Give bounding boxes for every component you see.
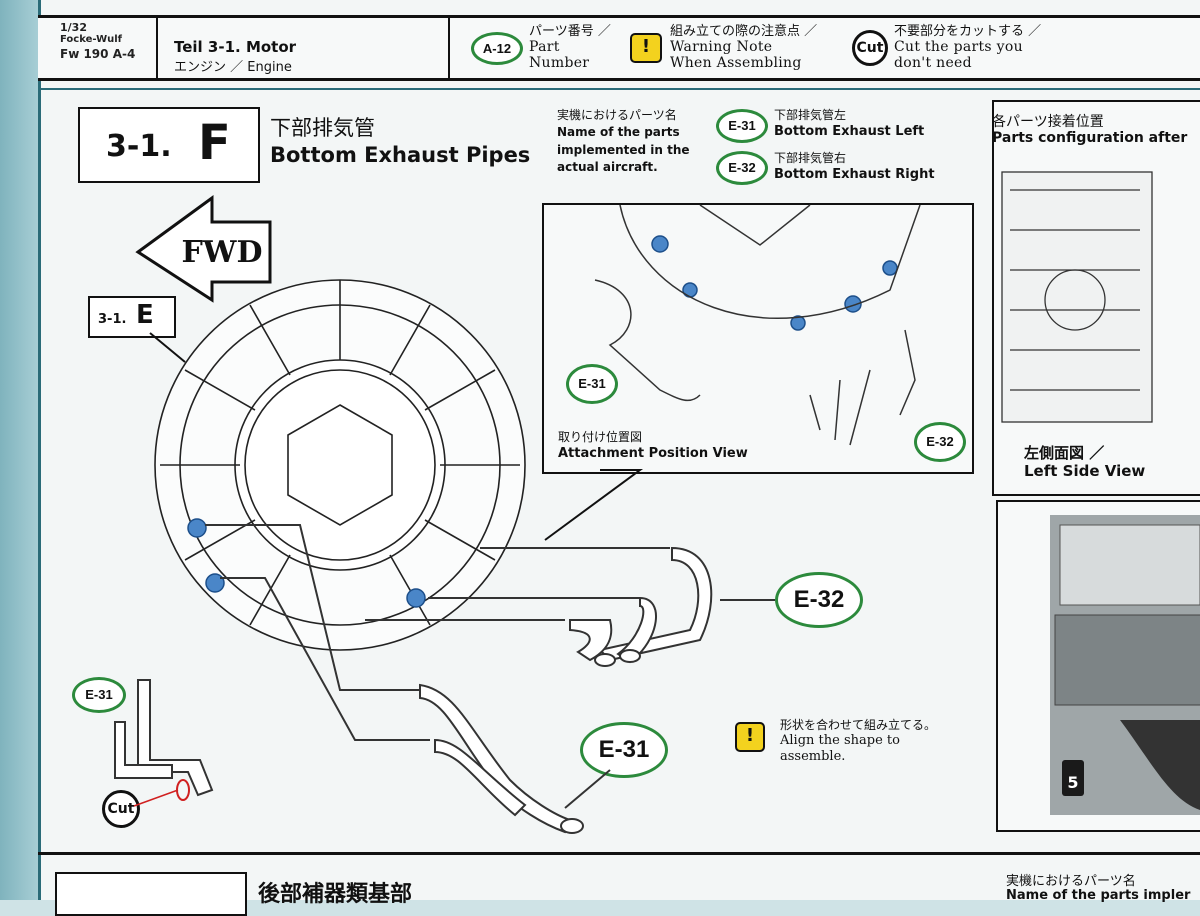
side-config-en: Parts configuration after [992, 130, 1188, 146]
warning-icon: ! [630, 33, 662, 63]
side-config-panel [992, 100, 1200, 496]
next-step-box [55, 872, 247, 916]
part-e31-ja: 下部排気管左 [774, 108, 847, 122]
note-warning-icon: ! [735, 722, 765, 752]
section-title-cell: Teil 3-1. Motor エンジン ／ Engine [156, 18, 450, 78]
next-step-title-ja: 後部補器類基部 [258, 881, 413, 907]
attach-badge-e31: E-31 [566, 364, 618, 404]
main-badge-e32: E-32 [775, 572, 863, 628]
legend-cut-en2: don't need [894, 55, 972, 71]
legend-cut-en1: Cut the parts you [894, 39, 1023, 55]
parts-info-en2: implemented in the [557, 143, 690, 157]
legend-part-ja: パーツ番号 ／ [529, 24, 611, 39]
step-title-ja: 下部排気管 [270, 116, 375, 140]
part-number-badge-sample: A-12 [471, 32, 523, 65]
kit-id-cell: 1/32 Focke-Wulf Fw 190 A-4 [38, 18, 158, 78]
attachment-view-en: Attachment Position View [558, 446, 748, 461]
cut-detail-badge: E-31 [72, 677, 126, 713]
next-step-info-ja: 実機におけるパーツ名 [1006, 874, 1136, 889]
side-config-ja: 各パーツ接着位置 [992, 114, 1104, 130]
step-number: 3-1. [106, 129, 172, 164]
part-e32-ja: 下部排気管右 [774, 151, 847, 165]
section-subtitle: エンジン ／ Engine [174, 60, 292, 75]
prev-step-box: 3-1. E [88, 296, 176, 338]
main-badge-e31: E-31 [580, 722, 668, 778]
legend-part-en1: Part [529, 39, 560, 55]
divider-bottom [38, 852, 1200, 855]
step-title-en: Bottom Exhaust Pipes [270, 143, 531, 167]
legend-warning-ja: 組み立ての際の注意点 ／ [670, 24, 818, 39]
next-step-info-en: Name of the parts impler [1006, 888, 1191, 903]
legend-part-en2: Number [529, 55, 590, 71]
attachment-view-ja: 取り付け位置図 [558, 430, 643, 444]
prev-step-letter: E [136, 300, 154, 330]
section-title: Teil 3-1. Motor [174, 38, 297, 56]
parts-info-ja: 実機におけるパーツ名 [557, 108, 677, 122]
legend-warning-en1: Warning Note [670, 39, 773, 55]
part-badge-e31: E-31 [716, 109, 768, 143]
divider-top [38, 88, 1200, 90]
note-ja: 形状を合わせて組み立てる。 [780, 718, 937, 732]
kit-name-line2: Fw 190 A-4 [60, 47, 136, 61]
header-bar: 1/32 Focke-Wulf Fw 190 A-4 Teil 3-1. Mot… [38, 15, 1200, 81]
cut-icon: Cut [852, 30, 888, 66]
parts-info-en1: Name of the parts [557, 125, 680, 139]
part-e31-en: Bottom Exhaust Left [774, 124, 925, 139]
photo-panel [996, 500, 1200, 832]
legend-cut-ja: 不要部分をカットする ／ [894, 24, 1042, 39]
part-e32-en: Bottom Exhaust Right [774, 167, 935, 182]
step-letter: F [198, 115, 231, 171]
left-side-view-en: Left Side View [1024, 462, 1146, 480]
parts-info-en3: actual aircraft. [557, 160, 658, 174]
note-en2: assemble. [780, 749, 846, 764]
part-badge-e32: E-32 [716, 151, 768, 185]
attach-badge-e32: E-32 [914, 422, 966, 462]
legend-warning-en2: When Assembling [670, 55, 802, 71]
scale-label: 1/32 [60, 21, 87, 34]
step-label-box: 3-1. F [78, 107, 260, 183]
cut-detail-icon: Cut [102, 790, 140, 828]
kit-name-line1: Focke-Wulf [60, 34, 123, 45]
note-en1: Align the shape to [780, 733, 900, 748]
prev-step-number: 3-1. [98, 312, 127, 327]
left-side-view-ja: 左側面図 ／ [1024, 444, 1105, 462]
